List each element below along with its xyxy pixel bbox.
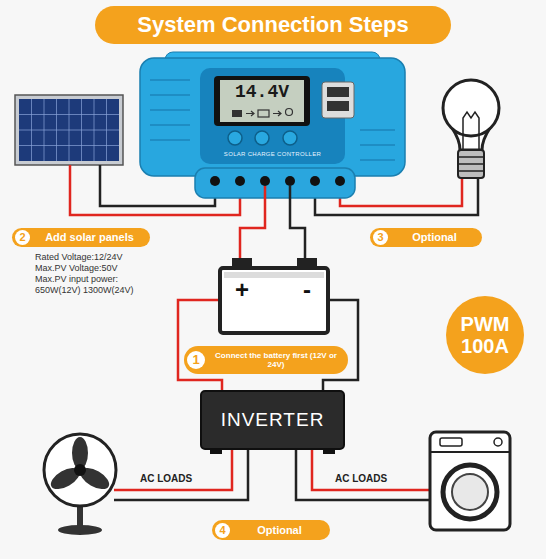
spec-text: 650W(12V) 1300W(24V) <box>35 285 134 295</box>
spec-text: Rated Voltage:12/24V <box>35 252 123 262</box>
wire <box>178 300 222 390</box>
callout-number: 4 <box>215 523 230 538</box>
step-callout: 1Connect the battery first (12V or 24V) <box>184 346 348 374</box>
fan-icon <box>44 434 116 535</box>
light-bulb <box>443 80 499 178</box>
callout-number: 3 <box>373 230 388 245</box>
lcd-reading: 14.4V <box>220 82 304 102</box>
washing-machine-icon <box>430 432 510 530</box>
wire-pair <box>240 186 305 258</box>
ac-wire <box>114 450 232 490</box>
solar-panel <box>15 95 123 165</box>
inverter-label: INVERTER <box>202 409 343 431</box>
wire-pair <box>178 300 358 390</box>
rating-text: PWM 100A <box>452 313 518 357</box>
callout-text: Connect the battery first (12V or 24V) <box>209 351 343 369</box>
title-text: System Connection Steps <box>95 12 451 38</box>
wire <box>323 300 358 390</box>
ac-wire <box>114 450 248 500</box>
ac-wire <box>296 450 430 500</box>
callout-text: Optional <box>392 231 477 244</box>
terminal-sign: + <box>230 276 254 304</box>
load-label: AC LOADS <box>335 473 387 484</box>
device-label: SOLAR CHARGE CONTROLLER <box>200 151 345 157</box>
battery: +- <box>218 258 330 335</box>
inverter: INVERTER <box>200 390 345 450</box>
battery-body <box>220 258 328 333</box>
ac-wire <box>312 450 430 490</box>
load-wire <box>340 178 462 206</box>
wire <box>240 186 265 258</box>
step-callout: 3 Optional <box>370 228 482 247</box>
charge-controller-body <box>140 52 405 198</box>
callout-text: Optional <box>234 524 325 537</box>
step-callout: 4 Optional <box>212 520 330 540</box>
spec-text: Max.PV input power: <box>35 274 118 284</box>
load-label: AC LOADS <box>140 473 192 484</box>
step-callout: 2 Add solar panels <box>12 228 150 247</box>
callout-number: 1 <box>187 351 205 369</box>
rating-badge: PWM 100A <box>446 296 524 374</box>
terminal-sign: - <box>295 276 319 304</box>
title-banner: System Connection Steps <box>95 6 451 44</box>
callout-number: 2 <box>15 230 30 245</box>
charge-controller: 14.4V SOLAR CHARGE CONTROLLER <box>140 55 405 190</box>
spec-text: Max.PV Voltage:50V <box>35 263 118 273</box>
callout-text: Add solar panels <box>34 231 145 244</box>
wire <box>290 186 305 258</box>
